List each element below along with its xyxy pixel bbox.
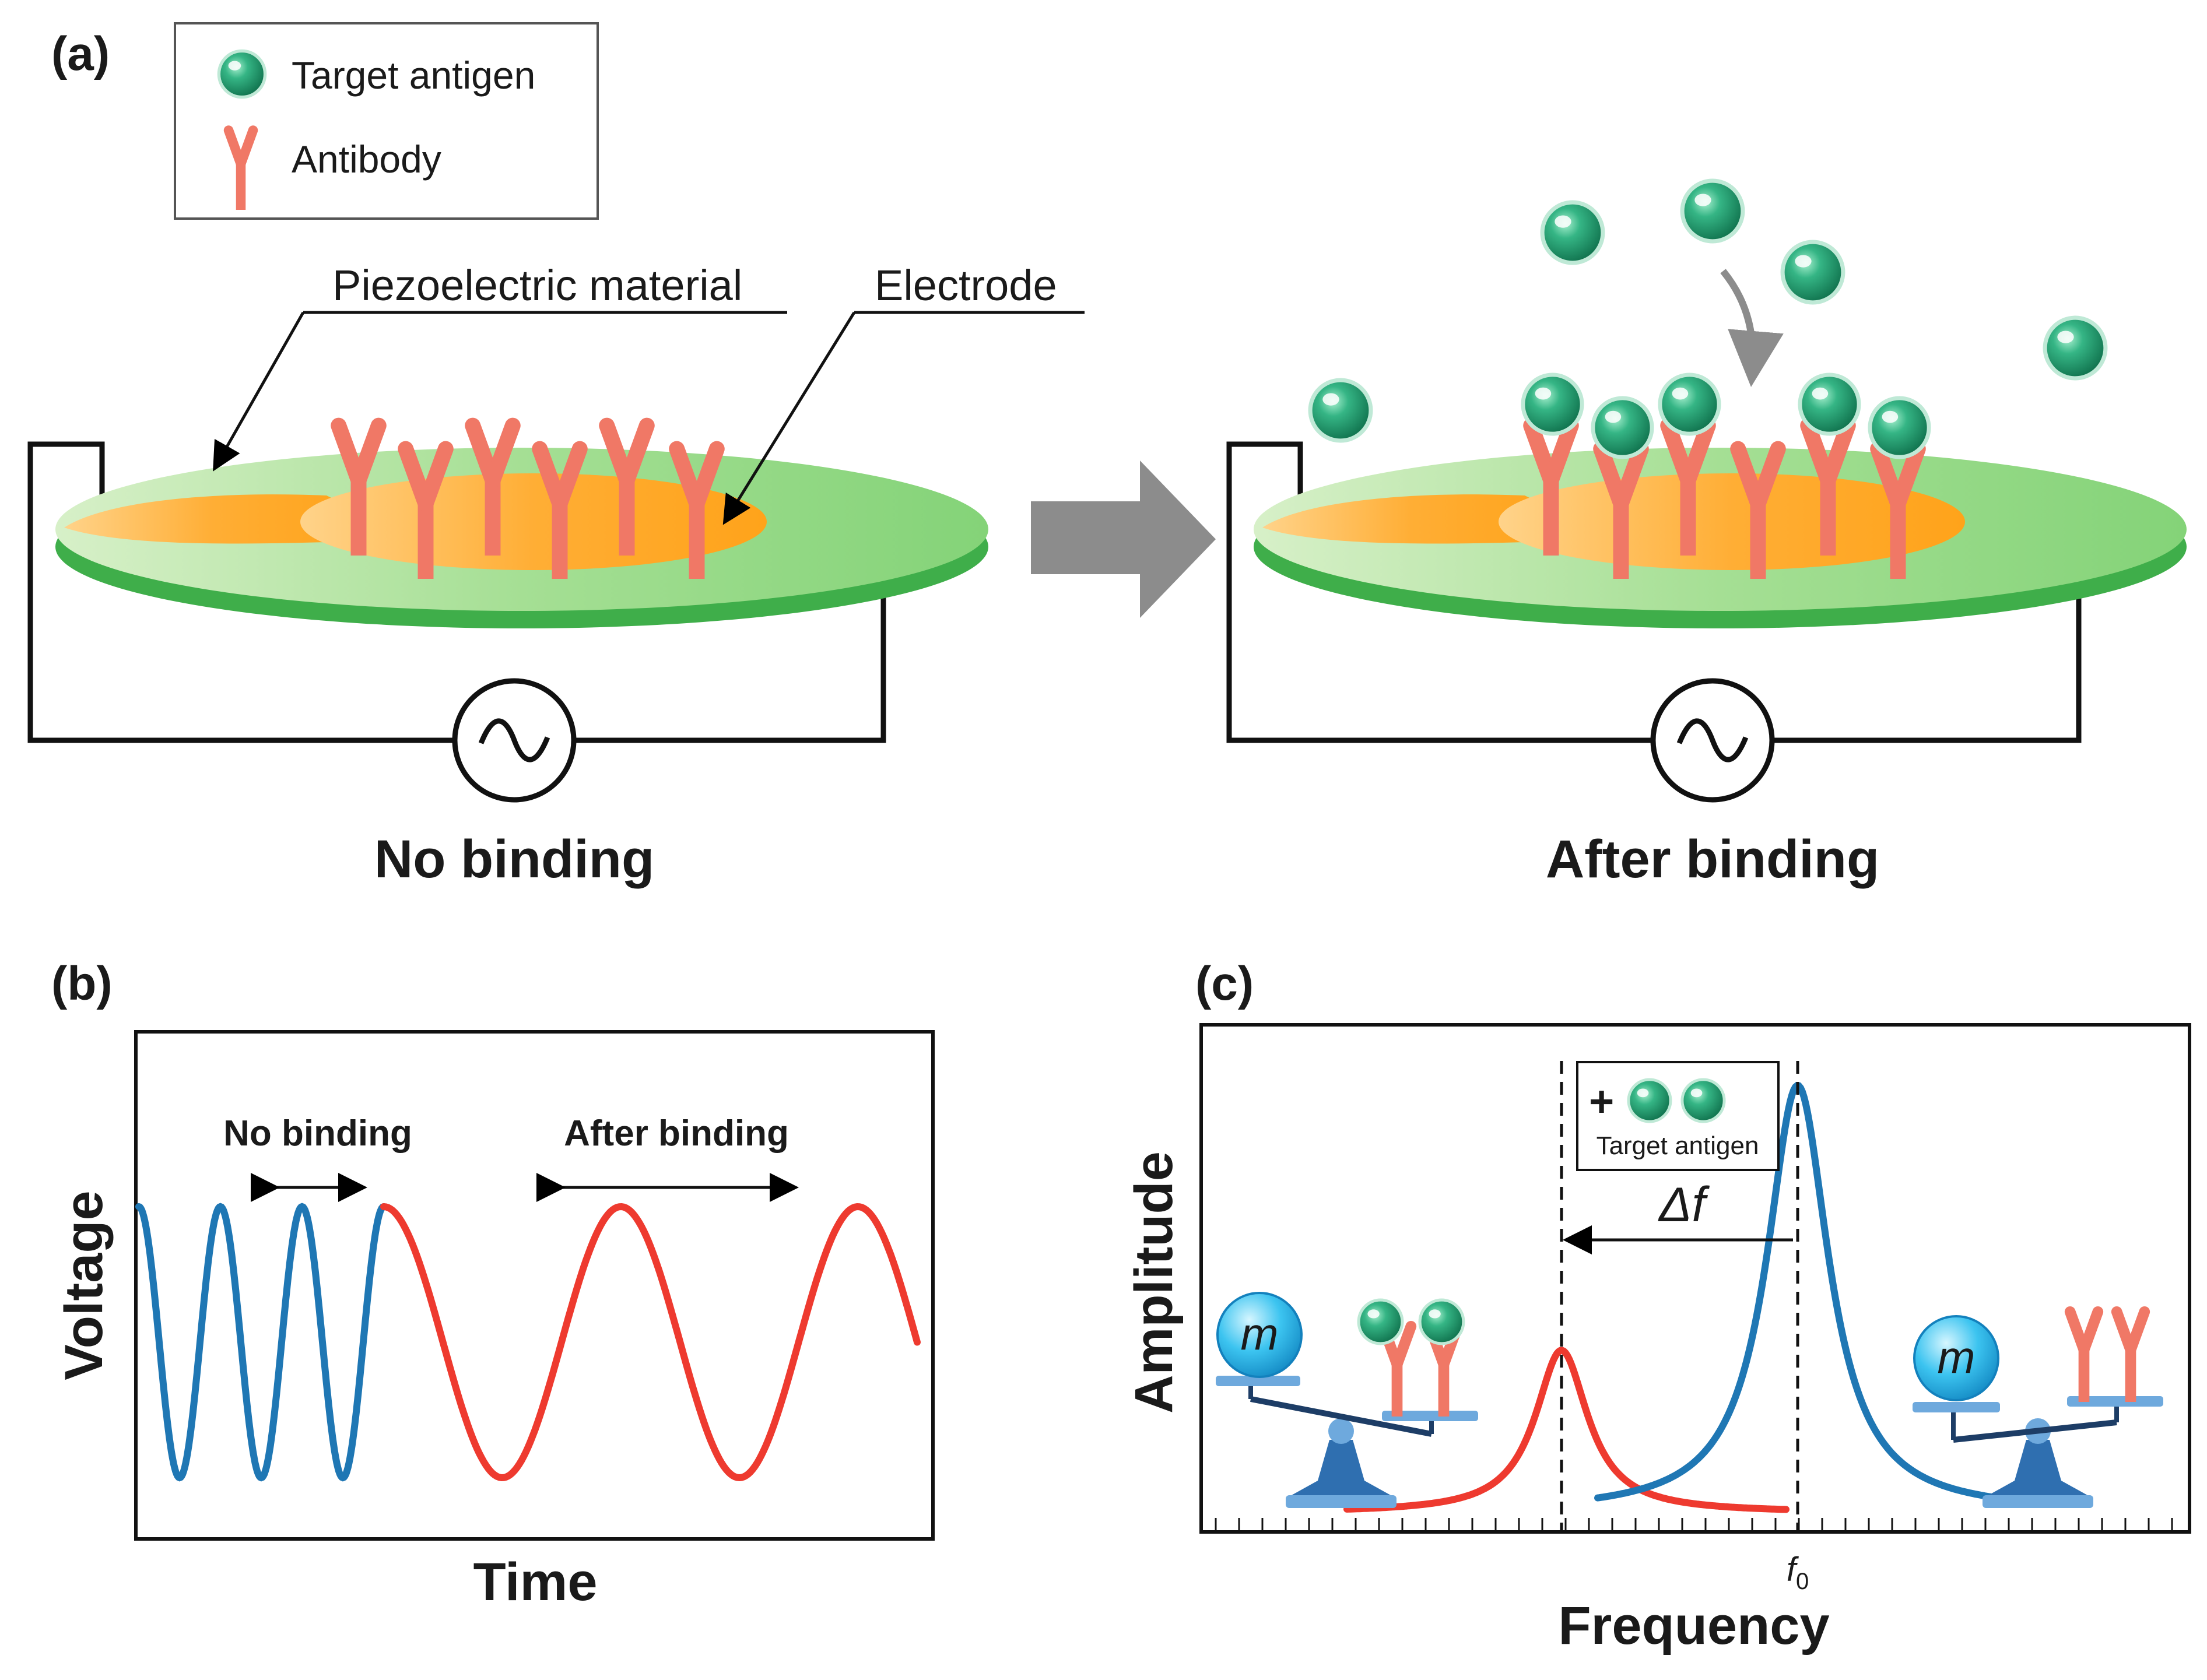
free-antigen	[2045, 318, 2106, 378]
inset-plus: +	[1589, 1077, 1614, 1126]
free-antigen	[1542, 202, 1603, 263]
balance-pan-left	[1913, 1402, 2000, 1412]
bound-antigen	[1523, 375, 1582, 434]
piezo-label: Piezoelectric material	[332, 261, 742, 310]
x-axis-title: Time	[473, 1552, 597, 1612]
sine-wave-icon	[1676, 718, 1749, 762]
inset-label: Target antigen	[1597, 1131, 1759, 1160]
binding-arrow-icon	[1720, 269, 1784, 387]
panel-a-label: (a)	[51, 27, 110, 80]
free-antigen	[1310, 380, 1371, 441]
series-after-binding	[380, 1203, 921, 1482]
balance-base-plate	[1286, 1495, 1397, 1508]
balance-base	[1988, 1440, 2087, 1495]
sensor-no-binding	[27, 426, 988, 803]
bound-antigen	[1359, 1300, 1402, 1344]
ac-source	[452, 678, 577, 803]
x-axis-title: Frequency	[1558, 1596, 1829, 1656]
sensor-after-binding	[1226, 181, 2187, 803]
bound-antigen	[1593, 398, 1652, 457]
electrode-strip	[1262, 494, 1560, 544]
bound-antigen	[1660, 375, 1719, 434]
y-axis-title: Amplitude	[1124, 1151, 1184, 1414]
balance-base	[1292, 1440, 1391, 1495]
circuit-wire-left	[27, 441, 886, 743]
series-after-binding	[1343, 1347, 1790, 1513]
bound-antigen	[1420, 1300, 1464, 1344]
legend-antigen-label: Target antigen	[292, 54, 535, 97]
electrode-arrow	[722, 311, 856, 525]
legend: Target antigen Antibody	[174, 22, 599, 220]
y-axis-title: Voltage	[54, 1190, 114, 1380]
series-no-binding	[1594, 1081, 2026, 1505]
electrode-strip	[64, 494, 362, 544]
electrode-label: Electrode	[875, 261, 1057, 310]
delta-f-label: Δf	[1658, 1177, 1710, 1232]
mass-symbol: m	[1241, 1308, 1279, 1359]
bound-antigen	[1800, 375, 1859, 434]
x-axis-ticks	[1215, 1518, 2173, 1532]
sine-wave-icon	[478, 718, 550, 762]
transition-arrow-icon	[1031, 461, 1216, 618]
annotation-after-binding: After binding	[564, 1113, 789, 1154]
legend-antigen-icon	[219, 51, 265, 97]
series-no-binding	[135, 1203, 387, 1482]
balance-pan-right	[1382, 1411, 1478, 1421]
caption-after-binding: After binding	[1546, 830, 1879, 889]
panel-b-label: (b)	[51, 957, 113, 1010]
balance-beam	[1953, 1419, 2117, 1443]
free-antigen	[1682, 181, 1743, 241]
balance-pivot	[1328, 1418, 1354, 1444]
ac-source	[1650, 678, 1775, 803]
caption-no-binding: No binding	[374, 830, 654, 889]
circuit-wire-right	[1226, 441, 2082, 743]
target-antigen-inset: + Target antigen	[1576, 1061, 1780, 1171]
inset-box	[1576, 1061, 1780, 1171]
balance-no-binding: m	[1913, 1312, 2163, 1508]
mass-symbol: m	[1938, 1331, 1976, 1383]
inset-antigen-icon	[1682, 1080, 1724, 1122]
balance-after-binding: m	[1216, 1292, 1478, 1508]
free-antigen	[1783, 242, 1843, 303]
chart-amplitude-frequency: Δf + Target antigen m	[1124, 1023, 2191, 1656]
balance-pan-left	[1216, 1376, 1300, 1386]
panel-c-label: (c)	[1195, 957, 1254, 1010]
piezo-arrow	[213, 311, 305, 472]
callouts: Piezoelectric material Electrode	[213, 261, 1085, 525]
mass-ball	[1913, 1315, 1999, 1401]
balance-pan-right	[2067, 1396, 2163, 1407]
mass-ball	[1216, 1292, 1303, 1378]
legend-antibody-label: Antibody	[292, 138, 441, 181]
balance-base-plate	[1983, 1495, 2093, 1508]
bound-antigen	[1870, 398, 1929, 457]
f0-tick-label: f0	[1787, 1551, 1809, 1594]
chart-voltage-time: No binding After binding Time Voltage	[54, 1030, 935, 1612]
balance-beam	[1250, 1396, 1432, 1437]
inset-antigen-icon	[1629, 1080, 1671, 1122]
annotation-no-binding: No binding	[223, 1113, 412, 1154]
